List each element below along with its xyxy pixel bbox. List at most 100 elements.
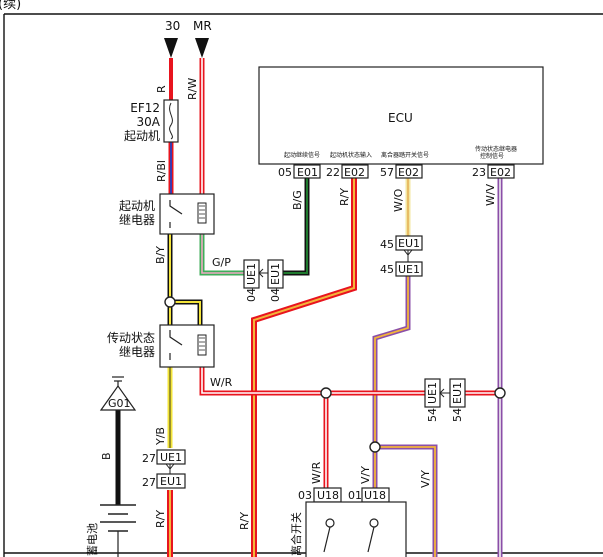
wire-label: B bbox=[100, 452, 113, 460]
junction-node bbox=[164, 296, 176, 308]
wire-label: W/R bbox=[310, 461, 323, 484]
conn-ue1-label: UE1 bbox=[426, 382, 439, 404]
starter-relay-label-1: 起动机 bbox=[119, 199, 155, 213]
fuse-rating: 30A bbox=[137, 115, 161, 129]
ecu-pin-22: 22 E02 bbox=[326, 164, 369, 179]
ground-g01: G01 bbox=[99, 376, 137, 411]
conn-number: 54 bbox=[426, 408, 439, 422]
wire-label: R/Bl bbox=[155, 160, 168, 182]
conn-number: 27 bbox=[142, 476, 156, 489]
conn-ue1-label: UE1 bbox=[398, 263, 420, 276]
fuse-name: EF12 bbox=[130, 101, 160, 115]
wire-labels: R R/W R/Bl B/Y G/P B/G R/Y W/O W/V W/R Y… bbox=[100, 78, 497, 530]
conn-number: 04 bbox=[245, 288, 258, 302]
trans-relay-coil-icon bbox=[197, 334, 207, 356]
conn-u18-label: U18 bbox=[317, 489, 339, 502]
terminal-mr-arrow-icon bbox=[195, 38, 209, 58]
wire-label: V/Y bbox=[419, 470, 432, 488]
wire-label: Y/B bbox=[154, 427, 167, 446]
ecu-title: ECU bbox=[388, 111, 413, 125]
ecu-signal-1: 起动继续信号 bbox=[284, 151, 320, 159]
wire-label: R bbox=[155, 85, 168, 93]
ecu-signal-4b: 控制信号 bbox=[480, 152, 504, 160]
starter-relay-coil-icon bbox=[197, 202, 207, 224]
ecu-pin-connector: E01 bbox=[297, 166, 318, 179]
ecu-pin-number: 23 bbox=[472, 166, 486, 179]
wire-label: G/P bbox=[212, 256, 231, 269]
conn-number: 01 bbox=[348, 489, 362, 502]
trans-relay-label-1: 传动状态 bbox=[107, 330, 155, 345]
ground-label: G01 bbox=[108, 397, 131, 410]
conn-eu1-label: EU1 bbox=[451, 382, 464, 404]
ecu-box bbox=[258, 66, 544, 165]
connector-arrow-icon bbox=[258, 268, 268, 278]
ecu-signal-3: 离合器踏开关信号 bbox=[381, 151, 429, 159]
clutch-switch: 离合开关 bbox=[289, 501, 407, 557]
trans-relay: 传动状态 继电器 bbox=[107, 324, 215, 368]
connector-arrow-icon bbox=[439, 388, 450, 398]
conn-ue1-label: UE1 bbox=[245, 263, 258, 285]
trans-relay-label-2: 继电器 bbox=[119, 345, 155, 359]
fuse-ef12: EF12 30A 起动机 bbox=[124, 99, 179, 143]
connector-u18: 03 U18 01 U18 bbox=[298, 487, 390, 503]
conn-number: 27 bbox=[142, 452, 156, 465]
supply-terminals: 30 MR bbox=[164, 19, 212, 58]
junction-node bbox=[369, 441, 381, 453]
trans-relay-switch-icon bbox=[169, 330, 183, 360]
conn-eu1-label: EU1 bbox=[269, 263, 282, 285]
wire-label: W/R bbox=[210, 376, 233, 389]
diagram-frame bbox=[3, 13, 603, 557]
terminal-mr-label: MR bbox=[193, 19, 212, 33]
ecu-pin-05: 05 E01 bbox=[278, 164, 321, 179]
wire-label: W/V bbox=[484, 183, 497, 206]
ecu-signal-2: 起动机状态输入 bbox=[330, 151, 372, 159]
ecu-pin-connector: E02 bbox=[490, 166, 511, 179]
battery-label: 蓄电池 bbox=[86, 523, 99, 556]
battery: 蓄电池 bbox=[86, 504, 136, 557]
fuse-body bbox=[163, 99, 179, 143]
clutch-switch-box bbox=[305, 501, 407, 557]
wire-label: R/Y bbox=[154, 510, 167, 528]
ecu-pin-connector: E02 bbox=[398, 166, 419, 179]
conn-number: 45 bbox=[380, 263, 394, 276]
conn-eu1-label: EU1 bbox=[398, 237, 420, 250]
ecu-pin-57: 57 E02 bbox=[380, 164, 423, 179]
wire-label: R/W bbox=[186, 78, 199, 100]
ecu-pin-23: 23 E02 bbox=[472, 164, 515, 179]
connector-ue1-eu1-04: UE1 EU1 04 04 bbox=[243, 259, 284, 302]
clutch-switch-label: 离合开关 bbox=[289, 512, 303, 556]
conn-eu1-label: EU1 bbox=[160, 475, 182, 488]
header-fragment: (续) bbox=[0, 0, 21, 12]
wire-label: V/Y bbox=[359, 466, 372, 484]
connector-ue1-eu1-54: UE1 EU1 54 54 bbox=[424, 378, 466, 422]
starter-relay: 起动机 继电器 bbox=[119, 193, 215, 235]
fuse-desc: 起动机 bbox=[124, 129, 160, 143]
junction-node bbox=[494, 387, 506, 399]
terminal-30-arrow-icon bbox=[164, 38, 178, 58]
ecu-pin-number: 57 bbox=[380, 166, 394, 179]
ground-symbol-icon bbox=[99, 384, 137, 411]
conn-ue1-label: UE1 bbox=[160, 451, 182, 464]
ecu-signal-4a: 传动状态继电器 bbox=[475, 145, 517, 153]
connector-eu1-ue1-45: 45 EU1 45 UE1 bbox=[380, 235, 423, 277]
connector-ue1-eu1-27: 27 UE1 27 EU1 bbox=[142, 449, 186, 489]
switch-contact-icon bbox=[323, 526, 375, 553]
ecu-pin-number: 22 bbox=[326, 166, 340, 179]
ecu-pin-number: 05 bbox=[278, 166, 292, 179]
conn-number: 04 bbox=[269, 288, 282, 302]
ecu: ECU 起动继续信号 起动机状态输入 离合器踏开关信号 传动状态继电器 控制信号… bbox=[258, 66, 544, 179]
fuse-icon bbox=[169, 102, 173, 140]
junction-dots bbox=[320, 387, 506, 453]
conn-number: 45 bbox=[380, 238, 394, 251]
wire-label: W/O bbox=[392, 188, 405, 212]
conn-number: 54 bbox=[451, 408, 464, 422]
starter-relay-switch-icon bbox=[169, 200, 183, 228]
terminal-30-label: 30 bbox=[165, 19, 180, 33]
starter-relay-label-2: 继电器 bbox=[119, 213, 155, 227]
conn-u18-label: U18 bbox=[364, 489, 386, 502]
conn-number: 03 bbox=[298, 489, 312, 502]
wire-label: B/Y bbox=[154, 246, 167, 264]
wire-label: R/Y bbox=[238, 512, 251, 530]
wire-label: R/Y bbox=[338, 188, 351, 206]
